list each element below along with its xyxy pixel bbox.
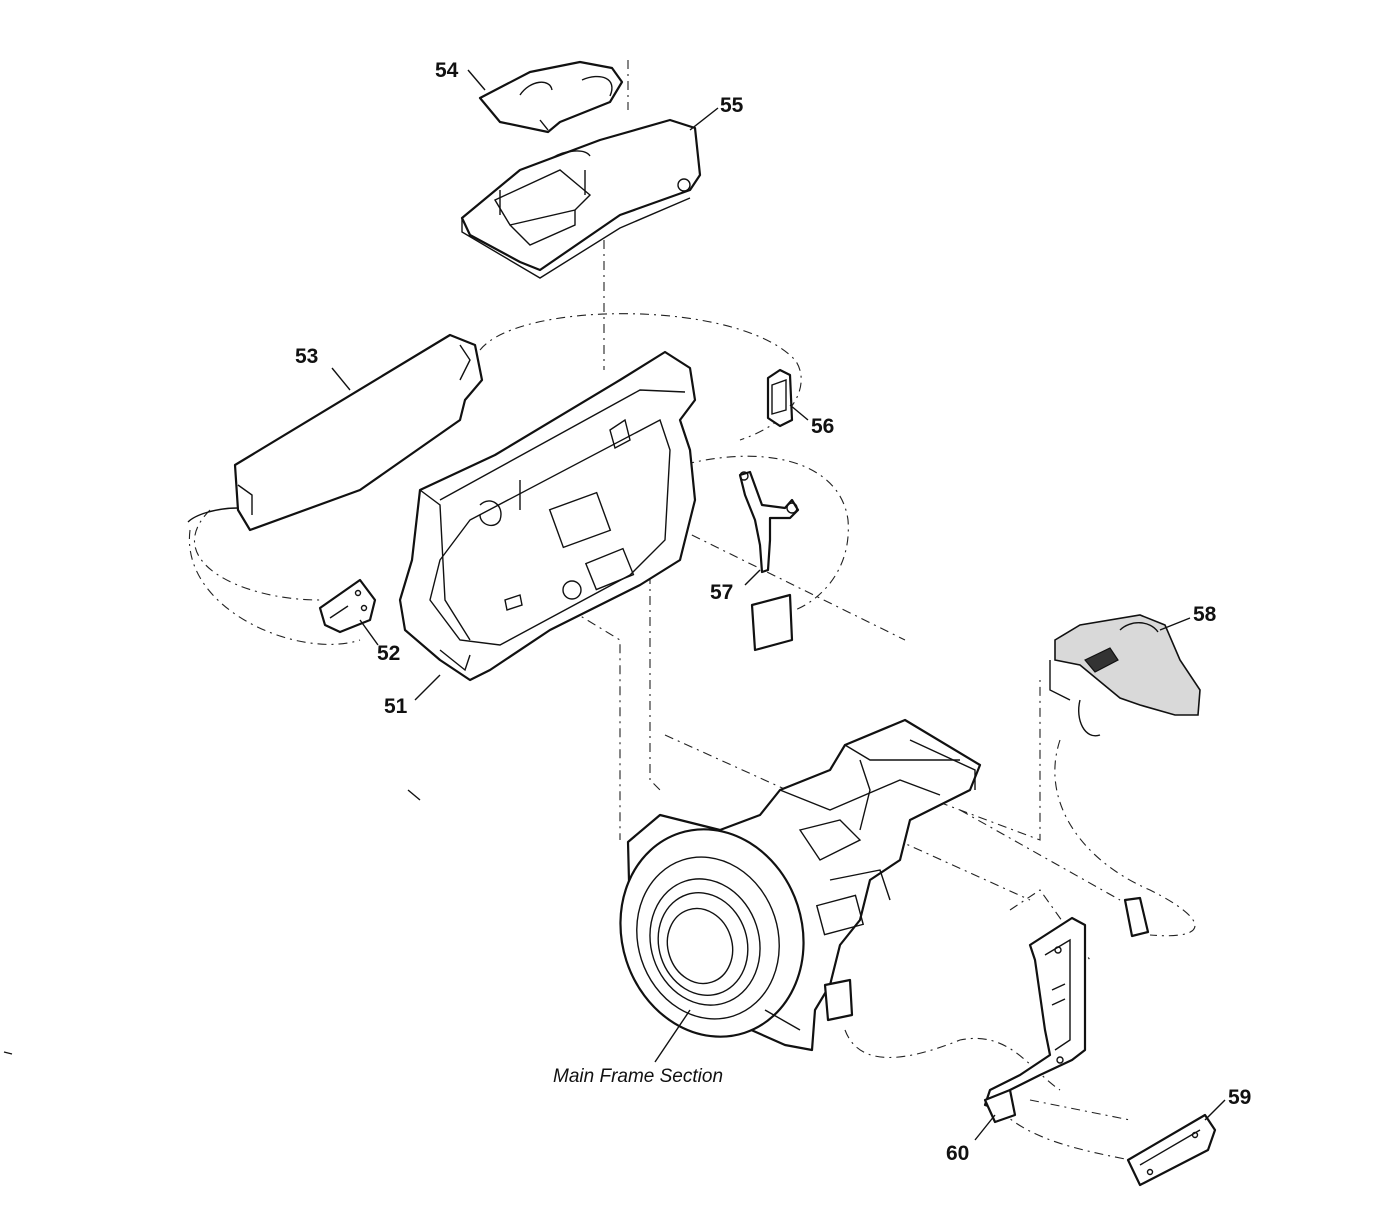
callout-57: 57 (710, 581, 733, 604)
part-58-grip-assembly (1049, 614, 1201, 737)
part-57-flex-circuit (738, 470, 800, 652)
callout-56: 56 (811, 415, 834, 438)
part-56-latch (766, 368, 794, 428)
callout-55: 55 (720, 94, 744, 117)
part-55-top-cover (460, 118, 702, 279)
callout-leader-lines (331, 69, 1226, 1141)
callout-51: 51 (384, 695, 408, 718)
main-frame-lens-assembly (619, 718, 982, 1052)
callout-60: 60 (946, 1142, 969, 1165)
part-53-side-panel (187, 333, 484, 532)
callout-59: 59 (1228, 1086, 1251, 1109)
part-60-vertical-bracket (983, 916, 1087, 1124)
callout-52: 52 (377, 642, 400, 665)
scan-specks (3, 789, 421, 1055)
part-51-main-housing (398, 350, 697, 682)
callout-labels: 54 55 53 56 57 58 52 51 59 60 Main Frame… (295, 59, 1251, 1165)
part-52-bracket (318, 578, 377, 634)
callout-58: 58 (1193, 603, 1217, 626)
part-54-grip-cover (478, 60, 624, 134)
callout-54: 54 (435, 59, 459, 82)
part-flat-connector (1123, 896, 1150, 938)
callout-53: 53 (295, 345, 318, 368)
part-59-bottom-plate (1126, 1113, 1217, 1187)
main-frame-section-caption: Main Frame Section (553, 1066, 723, 1087)
